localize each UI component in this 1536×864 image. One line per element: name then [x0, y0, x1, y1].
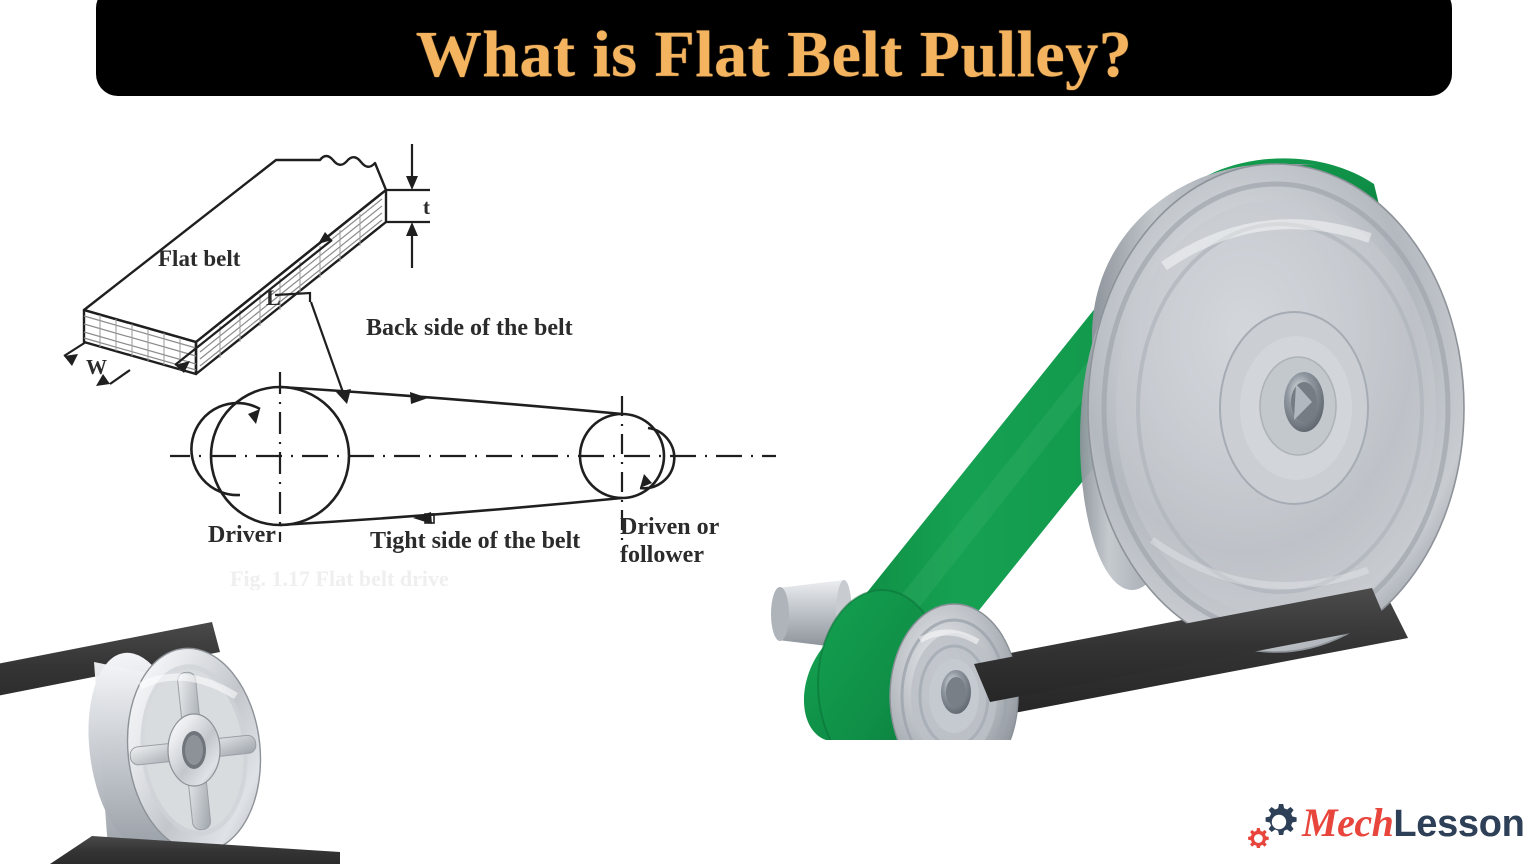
- logo-wordmark: MechLesson: [1302, 800, 1525, 845]
- logo-mech-text: Mech: [1302, 800, 1394, 845]
- page-title: What is Flat Belt Pulley?: [415, 18, 1133, 91]
- small-pulley: [889, 603, 1019, 740]
- open-belt-drive-diagram: Back side of the belt Tight side of the …: [170, 290, 780, 590]
- figure-caption-cutoff: Fig. 1.17 Flat belt drive: [230, 566, 449, 590]
- gear-icon: [1248, 804, 1297, 848]
- flat-belt-pulley-drive-photo: [760, 140, 1500, 740]
- belt-strand-upper: [0, 622, 220, 696]
- label-flat-belt: Flat belt: [158, 246, 241, 271]
- label-driven: Driven or: [620, 514, 720, 540]
- label-driver: Driver: [208, 522, 276, 548]
- label-length-l: L: [266, 285, 281, 310]
- label-follower: follower: [620, 542, 704, 568]
- label-back-side: Back side of the belt: [366, 315, 573, 341]
- belt-strand-lower: [50, 836, 340, 864]
- big-pulley: [1080, 163, 1465, 653]
- title-banner: What is Flat Belt Pulley?: [96, 0, 1452, 96]
- mechlesson-logo[interactable]: MechLesson: [1248, 796, 1525, 850]
- spoked-flat-belt-pulley-render: [0, 600, 340, 864]
- label-thickness-t: t: [423, 195, 430, 219]
- label-width-w: W: [86, 355, 107, 379]
- flat-belt-dimension-diagram: t Flat belt W L: [60, 130, 480, 400]
- belt-lower-dark-front: [974, 588, 1388, 702]
- logo-lesson-text: Lesson: [1393, 803, 1525, 845]
- label-tight-side: Tight side of the belt: [370, 528, 580, 554]
